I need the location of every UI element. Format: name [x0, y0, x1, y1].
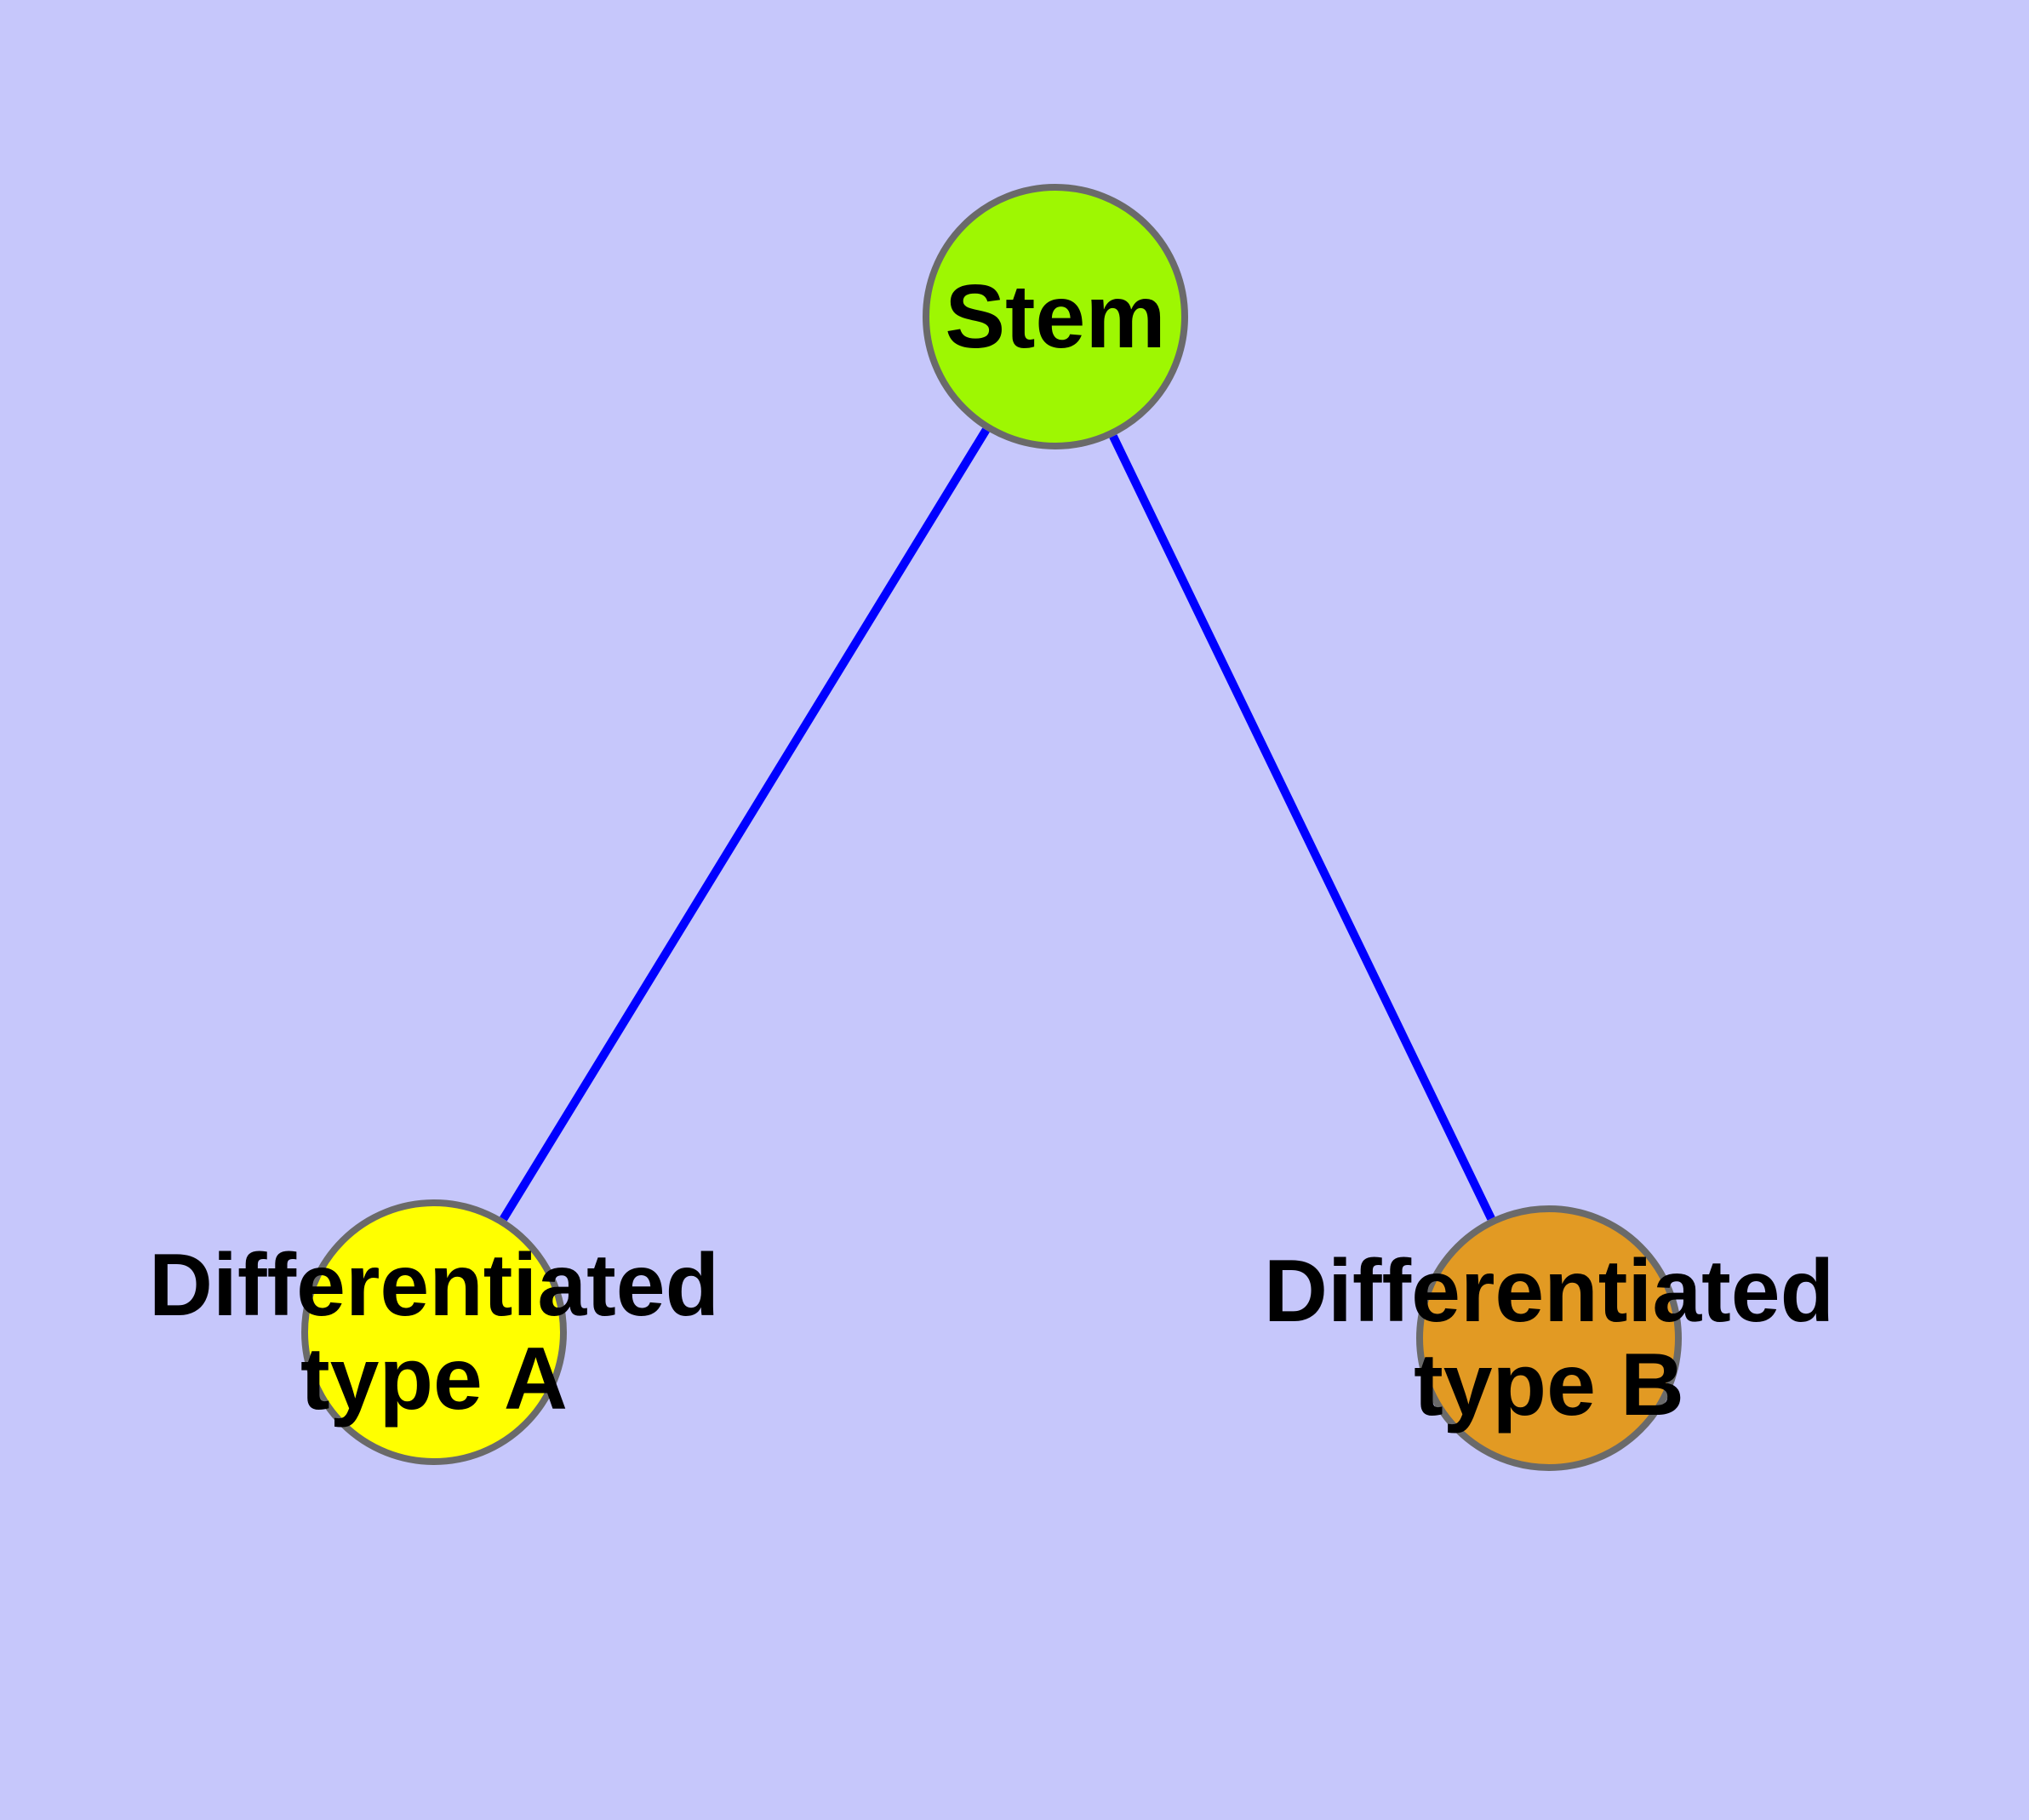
edge-layer: [500, 427, 1495, 1222]
node-circle-stem[interactable]: [923, 184, 1188, 449]
node-circle-diff_a[interactable]: [301, 1199, 567, 1465]
node-layer: [301, 184, 1682, 1471]
edge-stem-a[interactable]: [500, 427, 990, 1222]
node-circle-diff_b[interactable]: [1416, 1205, 1682, 1471]
edge-stem-b[interactable]: [1109, 434, 1495, 1221]
